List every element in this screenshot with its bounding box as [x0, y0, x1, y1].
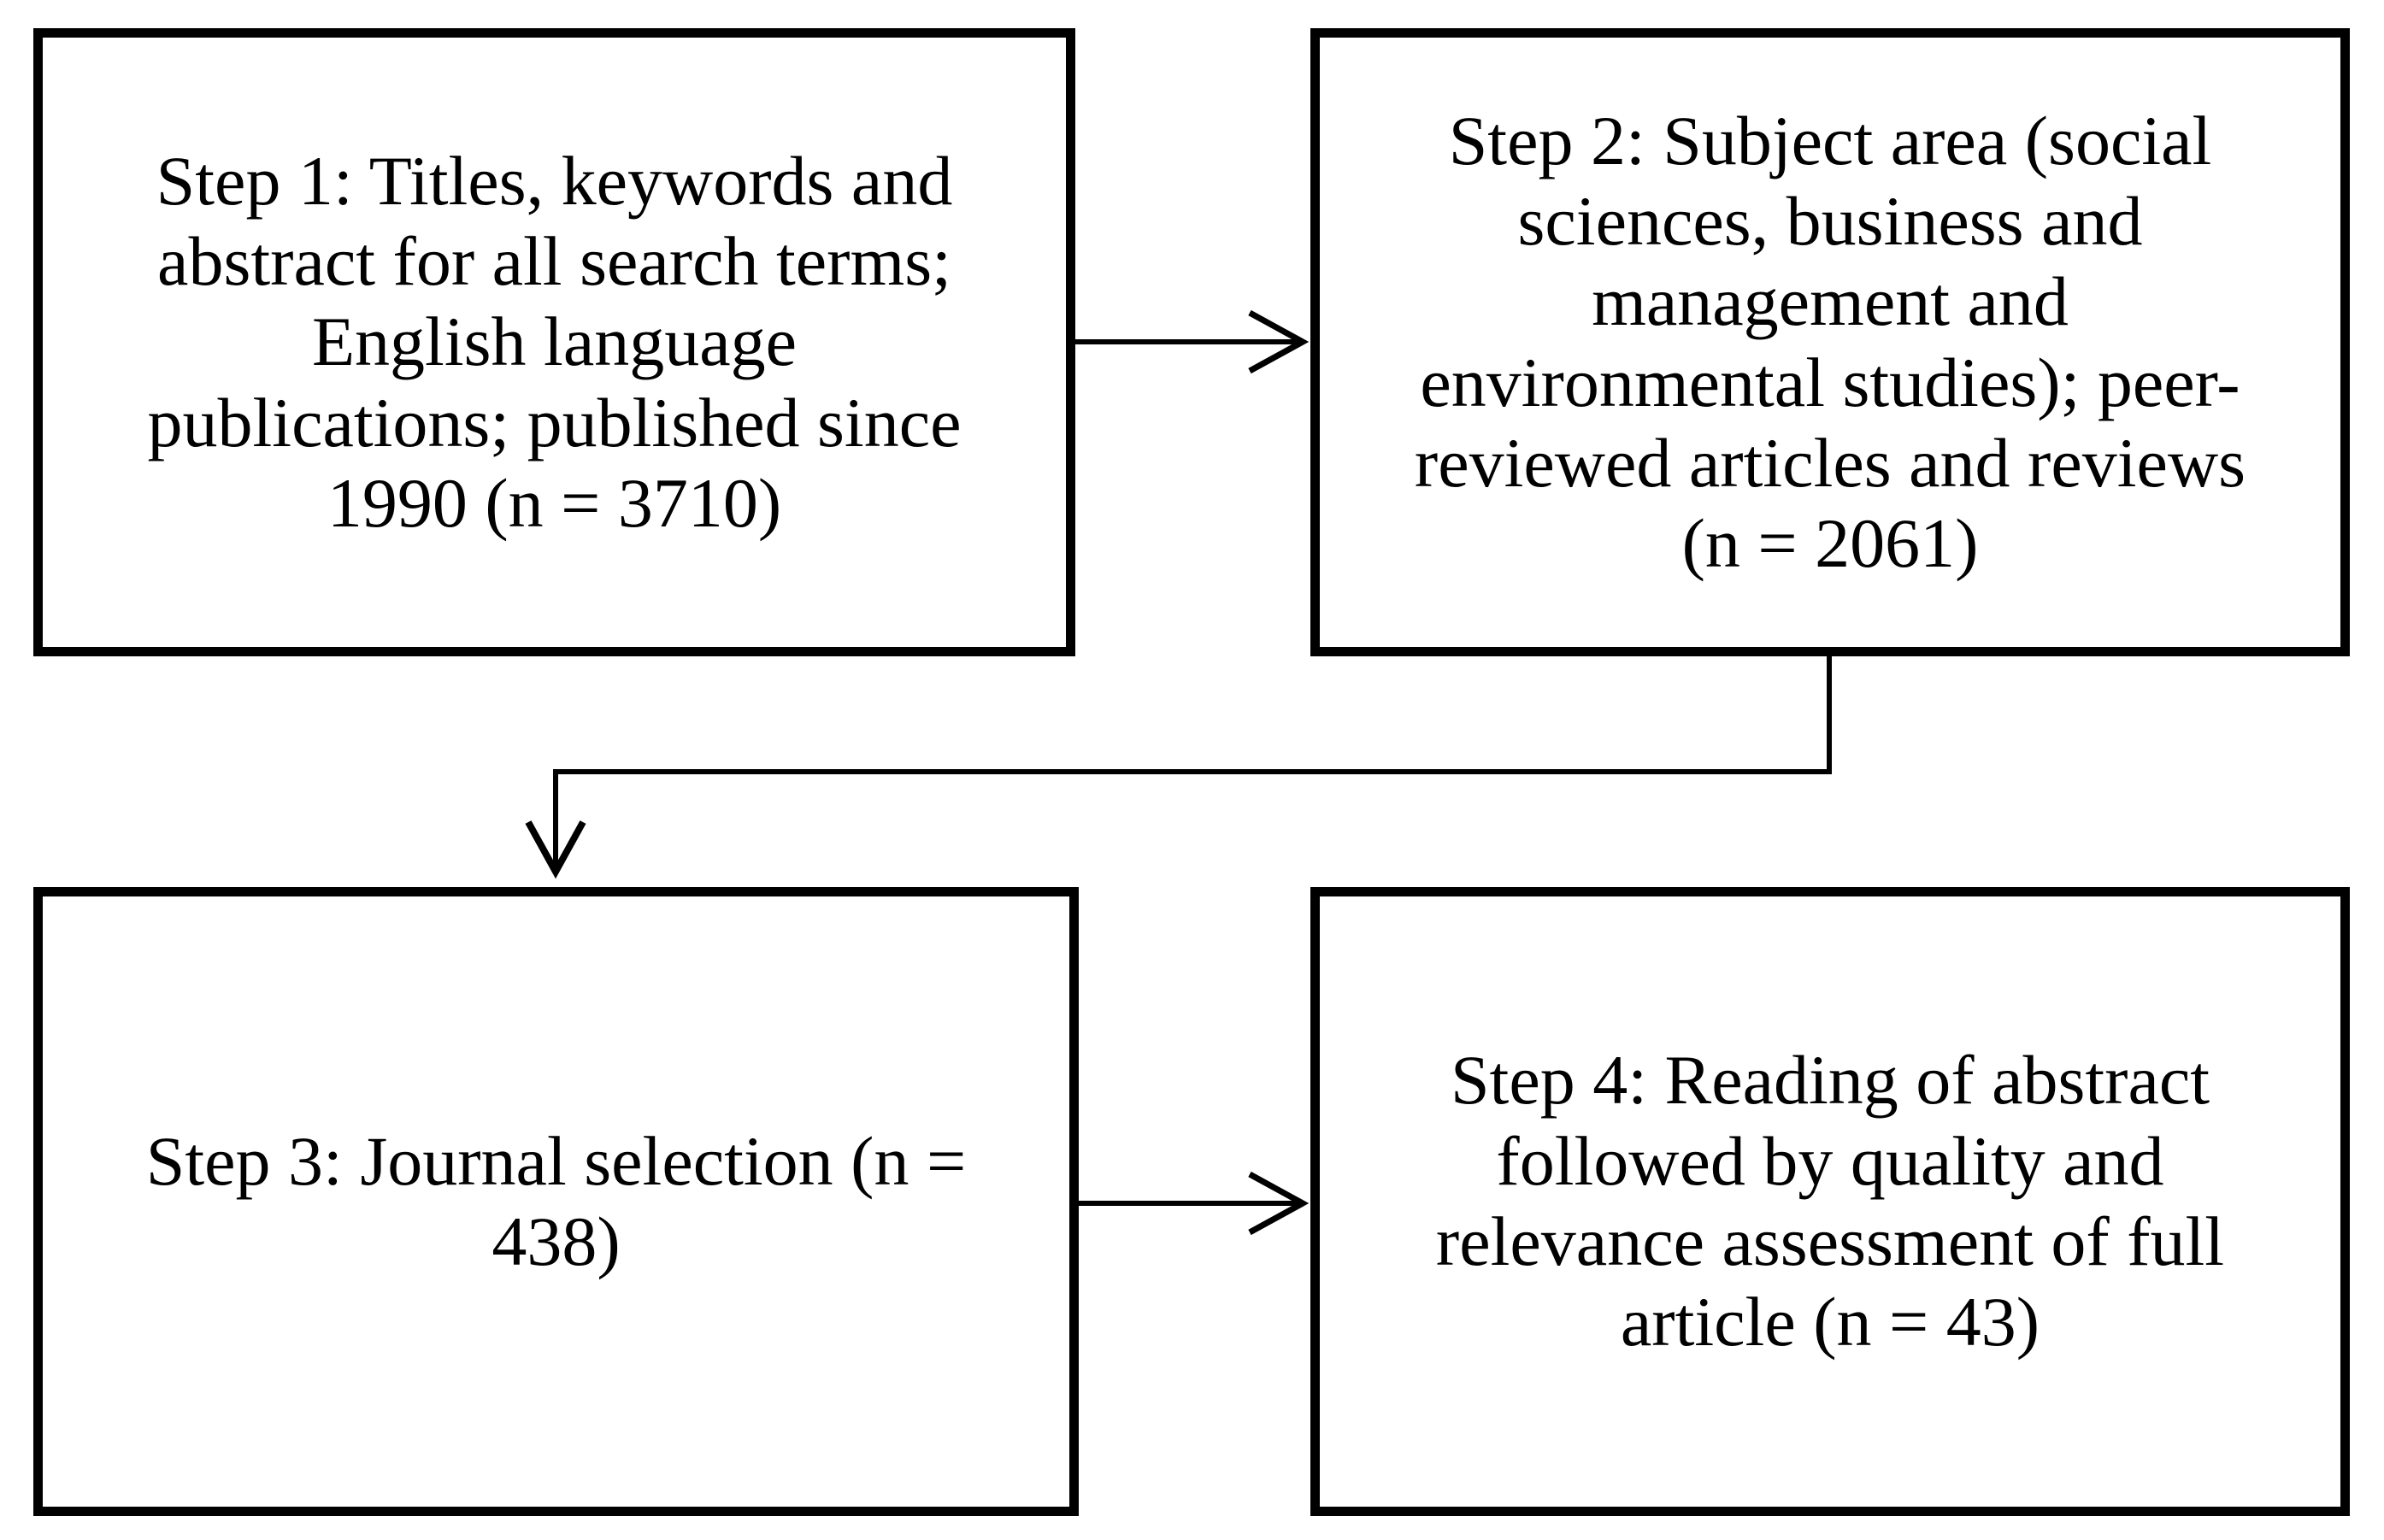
step-3-text: Step 3: Journal selection (n = 438): [145, 1121, 967, 1280]
step-4-text: Step 4: Reading of abstract followed by …: [1435, 1041, 2225, 1361]
step-4-box: Step 4: Reading of abstract followed by …: [1310, 887, 2350, 1516]
step-1-text: Step 1: Titles, keywords and abstract fo…: [147, 141, 962, 542]
arrow-step1-to-step2-icon: [1070, 309, 1310, 374]
step-2-box: Step 2: Subject area (social sciences, b…: [1310, 28, 2350, 656]
step-1-box: Step 1: Titles, keywords and abstract fo…: [33, 28, 1075, 656]
connector-step2-to-step3-icon: [525, 653, 1832, 879]
arrow-step3-to-step4-icon: [1074, 1171, 1310, 1236]
step-2-text: Step 2: Subject area (social sciences, b…: [1414, 101, 2246, 583]
step-3-box: Step 3: Journal selection (n = 438): [33, 887, 1079, 1516]
